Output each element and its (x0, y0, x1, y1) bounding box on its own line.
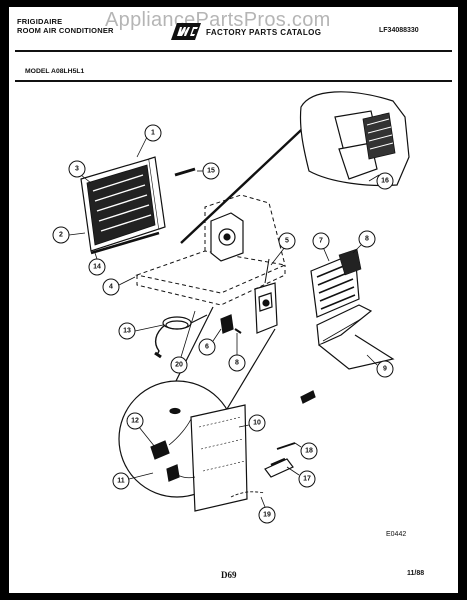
switch-part (220, 314, 234, 334)
leader-9 (366, 354, 378, 366)
compressor-bracket (210, 212, 244, 262)
callout-label-16: 16 (381, 178, 389, 185)
filter-leader-line (180, 116, 316, 244)
callout-bubble-6 (198, 338, 216, 356)
grille-trim-strip (90, 231, 160, 255)
leader-12 (138, 426, 156, 448)
callout-label-6: 6 (205, 344, 209, 351)
model-rule (15, 80, 452, 82)
callout-bubble-2 (52, 226, 70, 244)
detail-leader-right (220, 328, 276, 420)
callout-bubble-14 (88, 258, 106, 276)
wci-logo-icon (171, 23, 201, 40)
callout-label-7: 7 (319, 238, 323, 245)
leader-4 (118, 276, 136, 286)
callout-bubble-10 (248, 414, 266, 432)
diagram-code: E0442 (386, 531, 407, 538)
wire-harness-part (276, 442, 296, 450)
callout-label-5: 5 (285, 238, 289, 245)
catalog-title: FACTORY PARTS CATALOG (206, 28, 322, 37)
callout-label-3: 3 (75, 166, 79, 173)
leader-17 (286, 466, 300, 476)
parts-diagram-sheet: AppliancePartsPros.com FRIGIDAIRE ROOM A… (9, 7, 458, 593)
louver-assembly-part (310, 248, 362, 318)
sensor-tube-part (230, 491, 266, 498)
screw-part (234, 328, 242, 334)
callout-bubble-5 (278, 232, 296, 250)
model-label: MODEL A08LH5L1 (25, 68, 85, 75)
callout-label-4: 4 (109, 284, 113, 291)
leader-11 (128, 472, 154, 480)
leader-16 (368, 174, 380, 182)
callout-bubble-3 (68, 160, 86, 178)
callout-bubble-16 (376, 172, 394, 190)
leader-3 (80, 174, 92, 184)
power-cord-part (154, 314, 208, 359)
callout-label-15: 15 (207, 168, 215, 175)
callout-bubble-8b (228, 354, 246, 372)
air-deflector-part (316, 304, 395, 370)
document-number: LF34088330 (379, 27, 419, 34)
callout-bubble-1 (144, 124, 162, 142)
callout-bubble-8 (358, 230, 376, 248)
brand-block: FRIGIDAIRE ROOM AIR CONDITIONER (17, 17, 114, 35)
callout-bubble-15 (202, 162, 220, 180)
control-box-detail-inset (118, 380, 248, 512)
callout-bubble-17 (298, 470, 316, 488)
callout-bubble-7 (312, 232, 330, 250)
filter-detail-inset (299, 91, 410, 187)
leader-13 (134, 324, 164, 332)
product-line: ROOM AIR CONDITIONER (17, 26, 114, 35)
leader-6 (212, 328, 222, 342)
clip-part (300, 390, 316, 404)
page-label: D69 (221, 570, 237, 580)
leader-10 (238, 424, 250, 428)
callout-label-18: 18 (305, 448, 313, 455)
callout-label-10: 10 (253, 420, 261, 427)
callout-bubble-12 (126, 412, 144, 430)
header-rule (15, 50, 452, 52)
leader-19 (260, 496, 266, 508)
callout-label-12: 12 (131, 418, 139, 425)
leader-5 (270, 246, 286, 266)
callout-bubble-13 (118, 322, 136, 340)
leader-2 (68, 232, 86, 236)
callout-bubble-20 (170, 356, 188, 374)
callout-label-1: 1 (151, 130, 155, 137)
callout-label-11: 11 (117, 478, 125, 485)
control-panel-part (254, 258, 278, 334)
leader-14 (94, 252, 98, 260)
watermark: AppliancePartsPros.com (105, 9, 331, 31)
leader-7 (322, 246, 330, 262)
callout-label-8: 8 (365, 236, 369, 243)
callout-label-20: 20 (175, 362, 183, 369)
callout-label-9: 9 (383, 366, 387, 373)
brand-name: FRIGIDAIRE (17, 17, 63, 26)
leader-18 (294, 442, 302, 448)
callout-label-13: 13 (123, 328, 131, 335)
callout-label-8b: 8 (235, 360, 239, 367)
revision-date: 11/88 (407, 570, 425, 577)
small-filter-strip (174, 167, 196, 177)
sensor-part (264, 457, 294, 478)
front-grille-part (80, 156, 166, 252)
leader-20 (180, 310, 196, 358)
callout-label-19: 19 (263, 512, 271, 519)
callout-bubble-18 (300, 442, 318, 460)
callout-label-14: 14 (93, 264, 101, 271)
callout-label-2: 2 (59, 232, 63, 239)
leader-1 (136, 136, 148, 158)
callout-bubble-9 (376, 360, 394, 378)
leader-8 (352, 244, 362, 254)
callout-bubble-4 (102, 278, 120, 296)
callout-bubble-11 (112, 472, 130, 490)
callout-bubble-19 (258, 506, 276, 524)
callout-label-17: 17 (303, 476, 311, 483)
exploded-parts-diagram: 1 2 3 4 5 6 7 8 8 9 10 11 12 13 14 15 16… (52, 91, 410, 524)
